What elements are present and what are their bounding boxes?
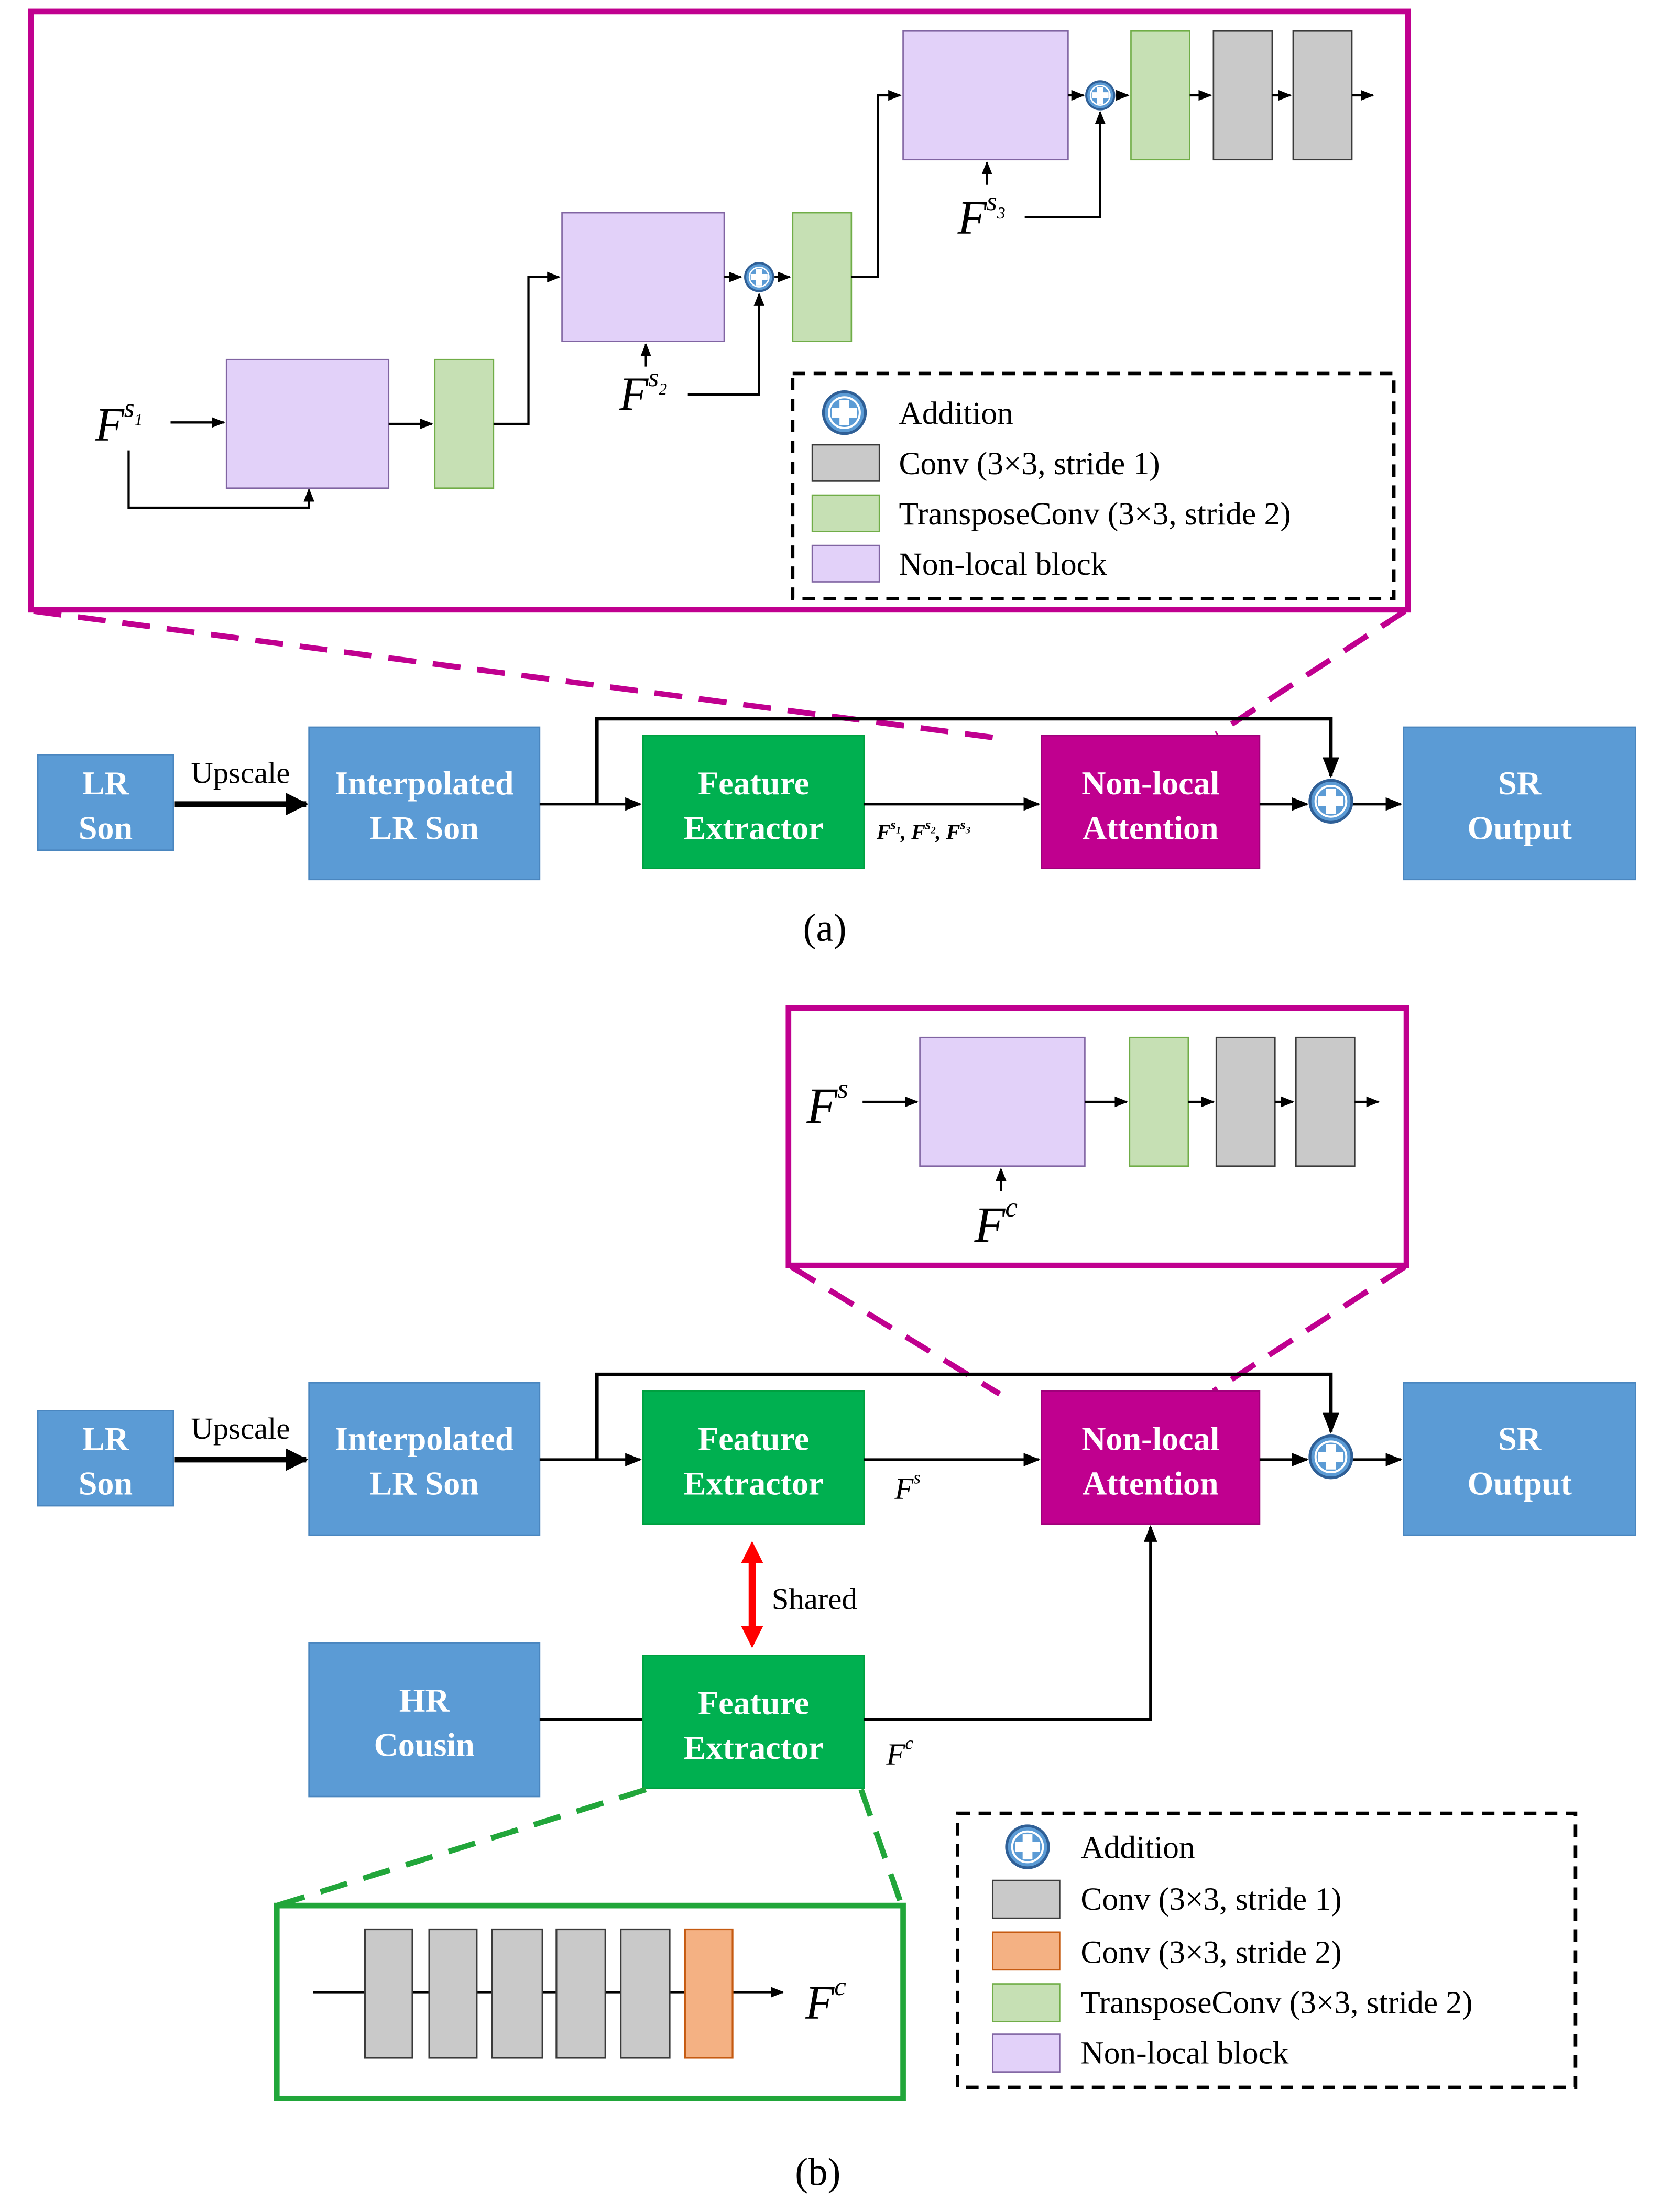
plus-circle-icon: [1310, 1436, 1352, 1478]
panel-a-inset: Fs1 Fs2: [94, 30, 1396, 600]
plus-circle-icon: [1310, 780, 1352, 822]
legend-b-addition: Addition: [1080, 1830, 1195, 1865]
sr-output-b: [1403, 1382, 1636, 1536]
plus-circle-icon: [823, 392, 865, 434]
legend-b: Addition Conv (3×3, stride 1) Conv (3×3,…: [956, 1811, 1578, 2089]
panel-a-inset-frame: [28, 8, 1411, 613]
conv-block-1: [1212, 30, 1273, 161]
feature-extractor-b: [642, 1390, 865, 1525]
conv-s1-block-5: [620, 1928, 671, 2059]
inset-f-s1-label: Fs1: [94, 393, 143, 451]
nonlocal-block-3: [902, 30, 1069, 161]
legend-b-conv1-swatch: [991, 1879, 1061, 1919]
caption-a: (a): [803, 906, 847, 950]
conv-block-b1: [1215, 1036, 1276, 1167]
inset-fc-label: Fc: [974, 1191, 1018, 1253]
plus-circle-icon: [745, 263, 773, 291]
conv-s2-block: [684, 1928, 734, 2059]
interp-box-b: [308, 1382, 541, 1536]
feature-extractor-a: [642, 735, 865, 869]
nonlocal-block-1: [225, 358, 390, 489]
legend-b-transpose: TransposeConv (3×3, stride 2): [1080, 1985, 1472, 2021]
legend-a-transpose-swatch: [811, 494, 880, 532]
nonlocal-attention-b: [1041, 1390, 1261, 1525]
panel-a: Fs1 Fs2: [28, 8, 1636, 950]
legend-a-addition: Addition: [899, 396, 1013, 431]
transpose-conv-1: [434, 358, 495, 489]
green-inset-fc-label: Fc: [805, 1972, 846, 2029]
transpose-conv-b: [1129, 1036, 1189, 1167]
conv-block-2: [1292, 30, 1353, 161]
conv-s1-block-3: [491, 1928, 543, 2059]
lr-son-box-b: [37, 1410, 174, 1507]
conv-s1-block-1: [364, 1928, 413, 2059]
features-label-a: Fs1, Fs2, Fs3: [876, 817, 970, 844]
upscale-label-a: Upscale: [191, 756, 290, 790]
legend-b-conv2-swatch: [991, 1931, 1061, 1971]
interp-box-a: [308, 726, 541, 881]
upscale-label-b: Upscale: [191, 1411, 290, 1446]
shared-label: Shared: [772, 1582, 857, 1616]
inset-fs-label: Fs: [806, 1072, 848, 1134]
inset-f-s3-label: Fs3: [957, 187, 1006, 244]
legend-a-transpose: TransposeConv (3×3, stride 2): [899, 496, 1291, 532]
fc-label-b: Fc: [886, 1733, 914, 1771]
legend-b-conv1: Conv (3×3, stride 1): [1080, 1881, 1341, 1917]
nonlocal-block-b: [919, 1036, 1086, 1167]
legend-b-conv2: Conv (3×3, stride 2): [1080, 1935, 1341, 1970]
sr-output-a: [1403, 726, 1636, 881]
inset-f-s2-label: Fs2: [619, 363, 667, 420]
conv-block-b2: [1295, 1036, 1356, 1167]
panel-b-inset-frame: [785, 1005, 1409, 1268]
transpose-conv-2: [792, 212, 853, 342]
feature-extractor-b2: [642, 1655, 865, 1789]
legend-b-nonlocal-swatch: [991, 2033, 1061, 2073]
transpose-conv-3: [1130, 30, 1190, 161]
legend-b-transpose-swatch: [991, 1983, 1061, 2022]
plus-circle-icon: [1086, 81, 1114, 109]
caption-b: (b): [795, 2151, 840, 2194]
legend-a-nonlocal: Non-local block: [899, 546, 1107, 582]
conv-s1-block-4: [555, 1928, 606, 2059]
nonlocal-attention-a: [1041, 735, 1261, 869]
legend-a: Addition Conv (3×3, stride 1) TransposeC…: [791, 371, 1396, 600]
legend-b-nonlocal: Non-local block: [1080, 2035, 1288, 2071]
legend-a-conv-swatch: [811, 444, 880, 482]
legend-a-conv: Conv (3×3, stride 1): [899, 446, 1160, 481]
nonlocal-block-2: [561, 212, 725, 342]
legend-a-nonlocal-swatch: [811, 544, 880, 583]
conv-s1-block-2: [428, 1928, 478, 2059]
fs-label-b: Fs: [894, 1467, 921, 1505]
lr-son-box-a: [37, 754, 174, 851]
hr-cousin-box: [308, 1642, 541, 1798]
plus-circle-icon: [1007, 1826, 1048, 1868]
